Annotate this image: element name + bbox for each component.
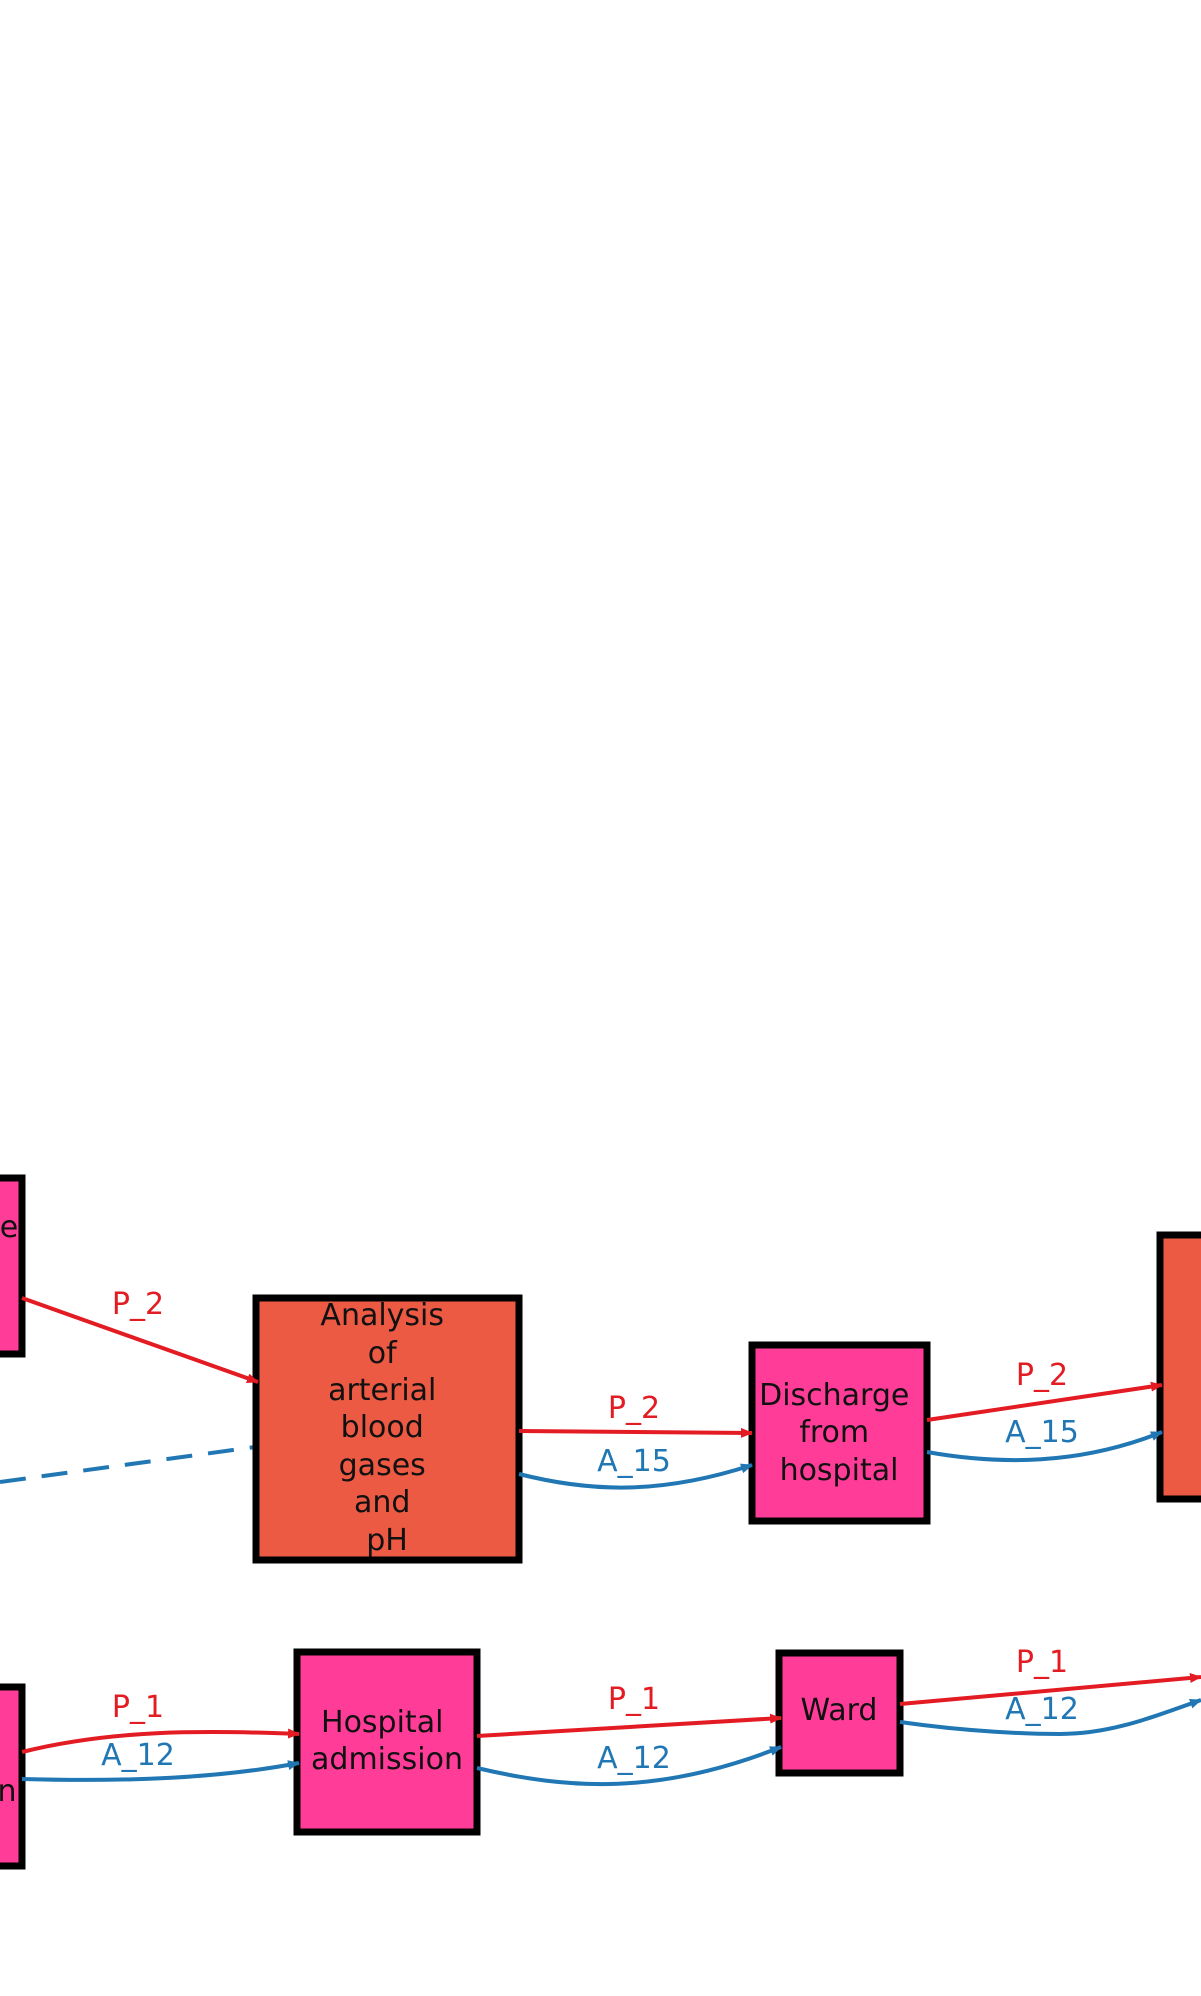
edge-label-a12-hospital: A_12 (597, 1741, 671, 1776)
node-discharge[interactable]: Discharge from hospital (748, 1341, 931, 1525)
edge-label-a15-analysis: A_15 (597, 1444, 671, 1479)
edge-label-p2-left: P_2 (112, 1287, 164, 1322)
edge-label-p1-ward: P_1 (1016, 1645, 1068, 1680)
node-left-bottom[interactable]: n (0, 1683, 26, 1870)
node-left-top[interactable]: e (0, 1174, 26, 1358)
edge-label-a15-discharge: A_15 (1005, 1415, 1079, 1450)
edge-ward-to-right-red: P_1 (899, 1645, 1201, 1706)
node-analysis-label: Analysis of arterial blood gases and pH (320, 1298, 453, 1558)
edge-discharge-to-right-blue: A_15 (926, 1415, 1163, 1463)
edge-label-p1-hospital: P_1 (608, 1682, 660, 1717)
edge-left-bottom-to-hospital-blue: A_12 (21, 1738, 300, 1782)
edge-hospital-to-ward-blue: A_12 (476, 1741, 782, 1787)
node-left-bottom-label: n (0, 1774, 17, 1809)
edge-hospital-to-ward-red: P_1 (476, 1682, 782, 1738)
node-hospital-admission-label: Hospital admission (311, 1705, 463, 1777)
node-left-top-label: e (0, 1210, 18, 1245)
edge-label-p1-left: P_1 (112, 1690, 164, 1725)
node-discharge-label: Discharge from hospital (759, 1378, 919, 1488)
dashed-edge-to-analysis (0, 1445, 256, 1484)
edge-discharge-to-right-red: P_2 (926, 1358, 1163, 1422)
edge-label-p2-discharge: P_2 (1016, 1358, 1068, 1393)
node-ward[interactable]: Ward (775, 1649, 904, 1777)
edge-ward-to-right-blue: A_12 (899, 1692, 1201, 1737)
edge-left-top-to-analysis: P_2 (21, 1287, 259, 1384)
node-ward-label: Ward (801, 1693, 878, 1728)
node-right-orange[interactable] (1156, 1231, 1201, 1503)
edge-label-a12-left: A_12 (101, 1738, 175, 1773)
edge-label-a12-ward: A_12 (1005, 1692, 1079, 1727)
node-hospital-admission[interactable]: Hospital admission (293, 1648, 481, 1836)
edge-left-bottom-to-hospital-red: P_1 (21, 1690, 300, 1754)
edge-analysis-to-discharge-blue: A_15 (518, 1444, 753, 1490)
node-analysis[interactable]: Analysis of arterial blood gases and pH (252, 1294, 523, 1564)
edge-label-p2-analysis: P_2 (608, 1391, 660, 1426)
edge-analysis-to-discharge-red: P_2 (518, 1391, 753, 1438)
